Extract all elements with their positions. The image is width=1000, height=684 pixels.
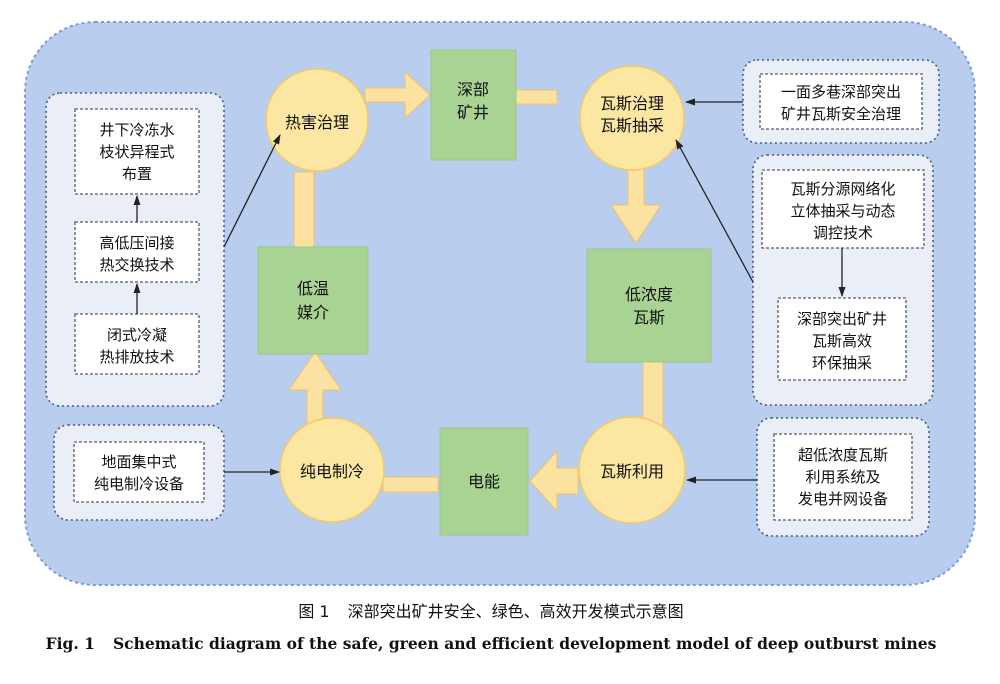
left-box-top-line-3: 布置 [122, 165, 152, 183]
label-cooling: 纯电制冷 [300, 462, 364, 481]
right-box-bottom [777, 297, 907, 381]
right-bottom-box [773, 433, 913, 521]
right-box-bottom-line-2: 瓦斯高效 [812, 332, 872, 350]
arrow-lowtemp-to-heat [293, 171, 315, 249]
label-low-temp-1: 低温 [297, 279, 329, 298]
right-box-top-line-3: 调控技术 [813, 224, 873, 242]
left-box-mid-line-2: 热交换技术 [99, 256, 174, 274]
right-box-top [761, 169, 925, 249]
node-gas-use-circle [578, 416, 686, 524]
right-box-top-line-1: 瓦斯分源网络化 [790, 180, 895, 198]
figure-caption-en: Fig. 1 Schematic diagram of the safe, gre… [0, 634, 1000, 653]
right-box-bottom-line-3: 环保抽采 [812, 354, 872, 372]
node-low-temp [257, 246, 369, 355]
label-heat: 热害治理 [285, 113, 349, 132]
right-top-box-line-1: 一面多巷深部突出 [781, 83, 901, 101]
arrow-gas-to-lowgas [610, 163, 662, 244]
left-box-top-line-2: 枝状异程式 [99, 143, 174, 161]
figure-caption-cn: 图 1 深部突出矿井安全、绿色、高效开发模式示意图 [0, 598, 1000, 622]
left-box-top [74, 108, 200, 195]
left-bottom-box [73, 441, 205, 503]
label-deep-mine-2: 矿井 [457, 103, 489, 122]
label-low-gas-1: 低浓度 [625, 285, 673, 304]
node-low-gas [586, 248, 712, 363]
node-deep-mine [430, 49, 517, 161]
arrow-mine-to-gas [514, 89, 558, 105]
right-top-box-line-2: 矿井瓦斯安全治理 [781, 105, 901, 123]
right-bottom-box-line-3: 发电并网设备 [798, 490, 888, 508]
arrow-lowgas-to-gasuse [642, 361, 664, 429]
figure-label-cn: 图 1 [298, 602, 330, 621]
right-bottom-box-line-2: 利用系统及 [805, 468, 880, 486]
right-top-box [759, 73, 923, 130]
right-box-bottom-line-1: 深部突出矿井 [797, 310, 887, 328]
figure-title-en: Schematic diagram of the safe, green and… [112, 634, 937, 653]
right-bottom-box-line-1: 超低浓度瓦斯 [798, 446, 888, 464]
label-low-temp-2: 媒介 [297, 303, 329, 322]
arrow-gasuse-to-power [529, 449, 579, 513]
green-squares [257, 49, 712, 536]
arrow-left-group-to-heat [223, 134, 281, 248]
right-box-top-line-2: 立体抽采与动态 [790, 202, 895, 220]
node-cooling-circle [279, 417, 385, 523]
left-box-mid [74, 221, 200, 283]
label-gas-top-1: 瓦斯治理 [600, 94, 664, 113]
node-heat-circle [265, 68, 369, 172]
left-bottom-box-line-2: 纯电制冷设备 [94, 475, 184, 493]
label-gas-use: 瓦斯利用 [600, 462, 664, 481]
background-panel [24, 21, 976, 586]
left-box-bottom-line-1: 闭式冷凝 [107, 326, 167, 344]
left-box-mid-line-1: 高低压间接 [99, 234, 174, 252]
figure-label-en: Fig. 1 [45, 634, 95, 653]
label-low-gas-2: 瓦斯 [633, 308, 665, 327]
arrow-power-to-cooling [382, 476, 439, 493]
figure-title-cn: 深部突出矿井安全、绿色、高效开发模式示意图 [347, 602, 684, 621]
arrow-cooling-to-lowtemp [288, 351, 342, 429]
left-box-top-line-1: 井下冷冻水 [99, 121, 174, 139]
node-power [439, 427, 529, 536]
arrow-right-group-to-gas [675, 139, 754, 283]
left-box-bottom-line-2: 热排放技术 [99, 348, 174, 366]
arrow-heat-to-mine [364, 70, 431, 120]
yellow-circles [265, 65, 686, 524]
label-deep-mine-1: 深部 [457, 80, 489, 99]
label-power: 电能 [468, 472, 500, 491]
node-gas-top-circle [579, 65, 685, 171]
diagram-canvas: 热害治理 瓦斯治理 瓦斯抽采 瓦斯利用 纯电制冷 深部 矿井 低浓度 瓦斯 电能… [24, 21, 976, 586]
left-bottom-box-line-1: 地面集中式 [101, 453, 176, 471]
cycle-arrows [288, 70, 664, 513]
label-gas-top-2: 瓦斯抽采 [600, 116, 664, 135]
